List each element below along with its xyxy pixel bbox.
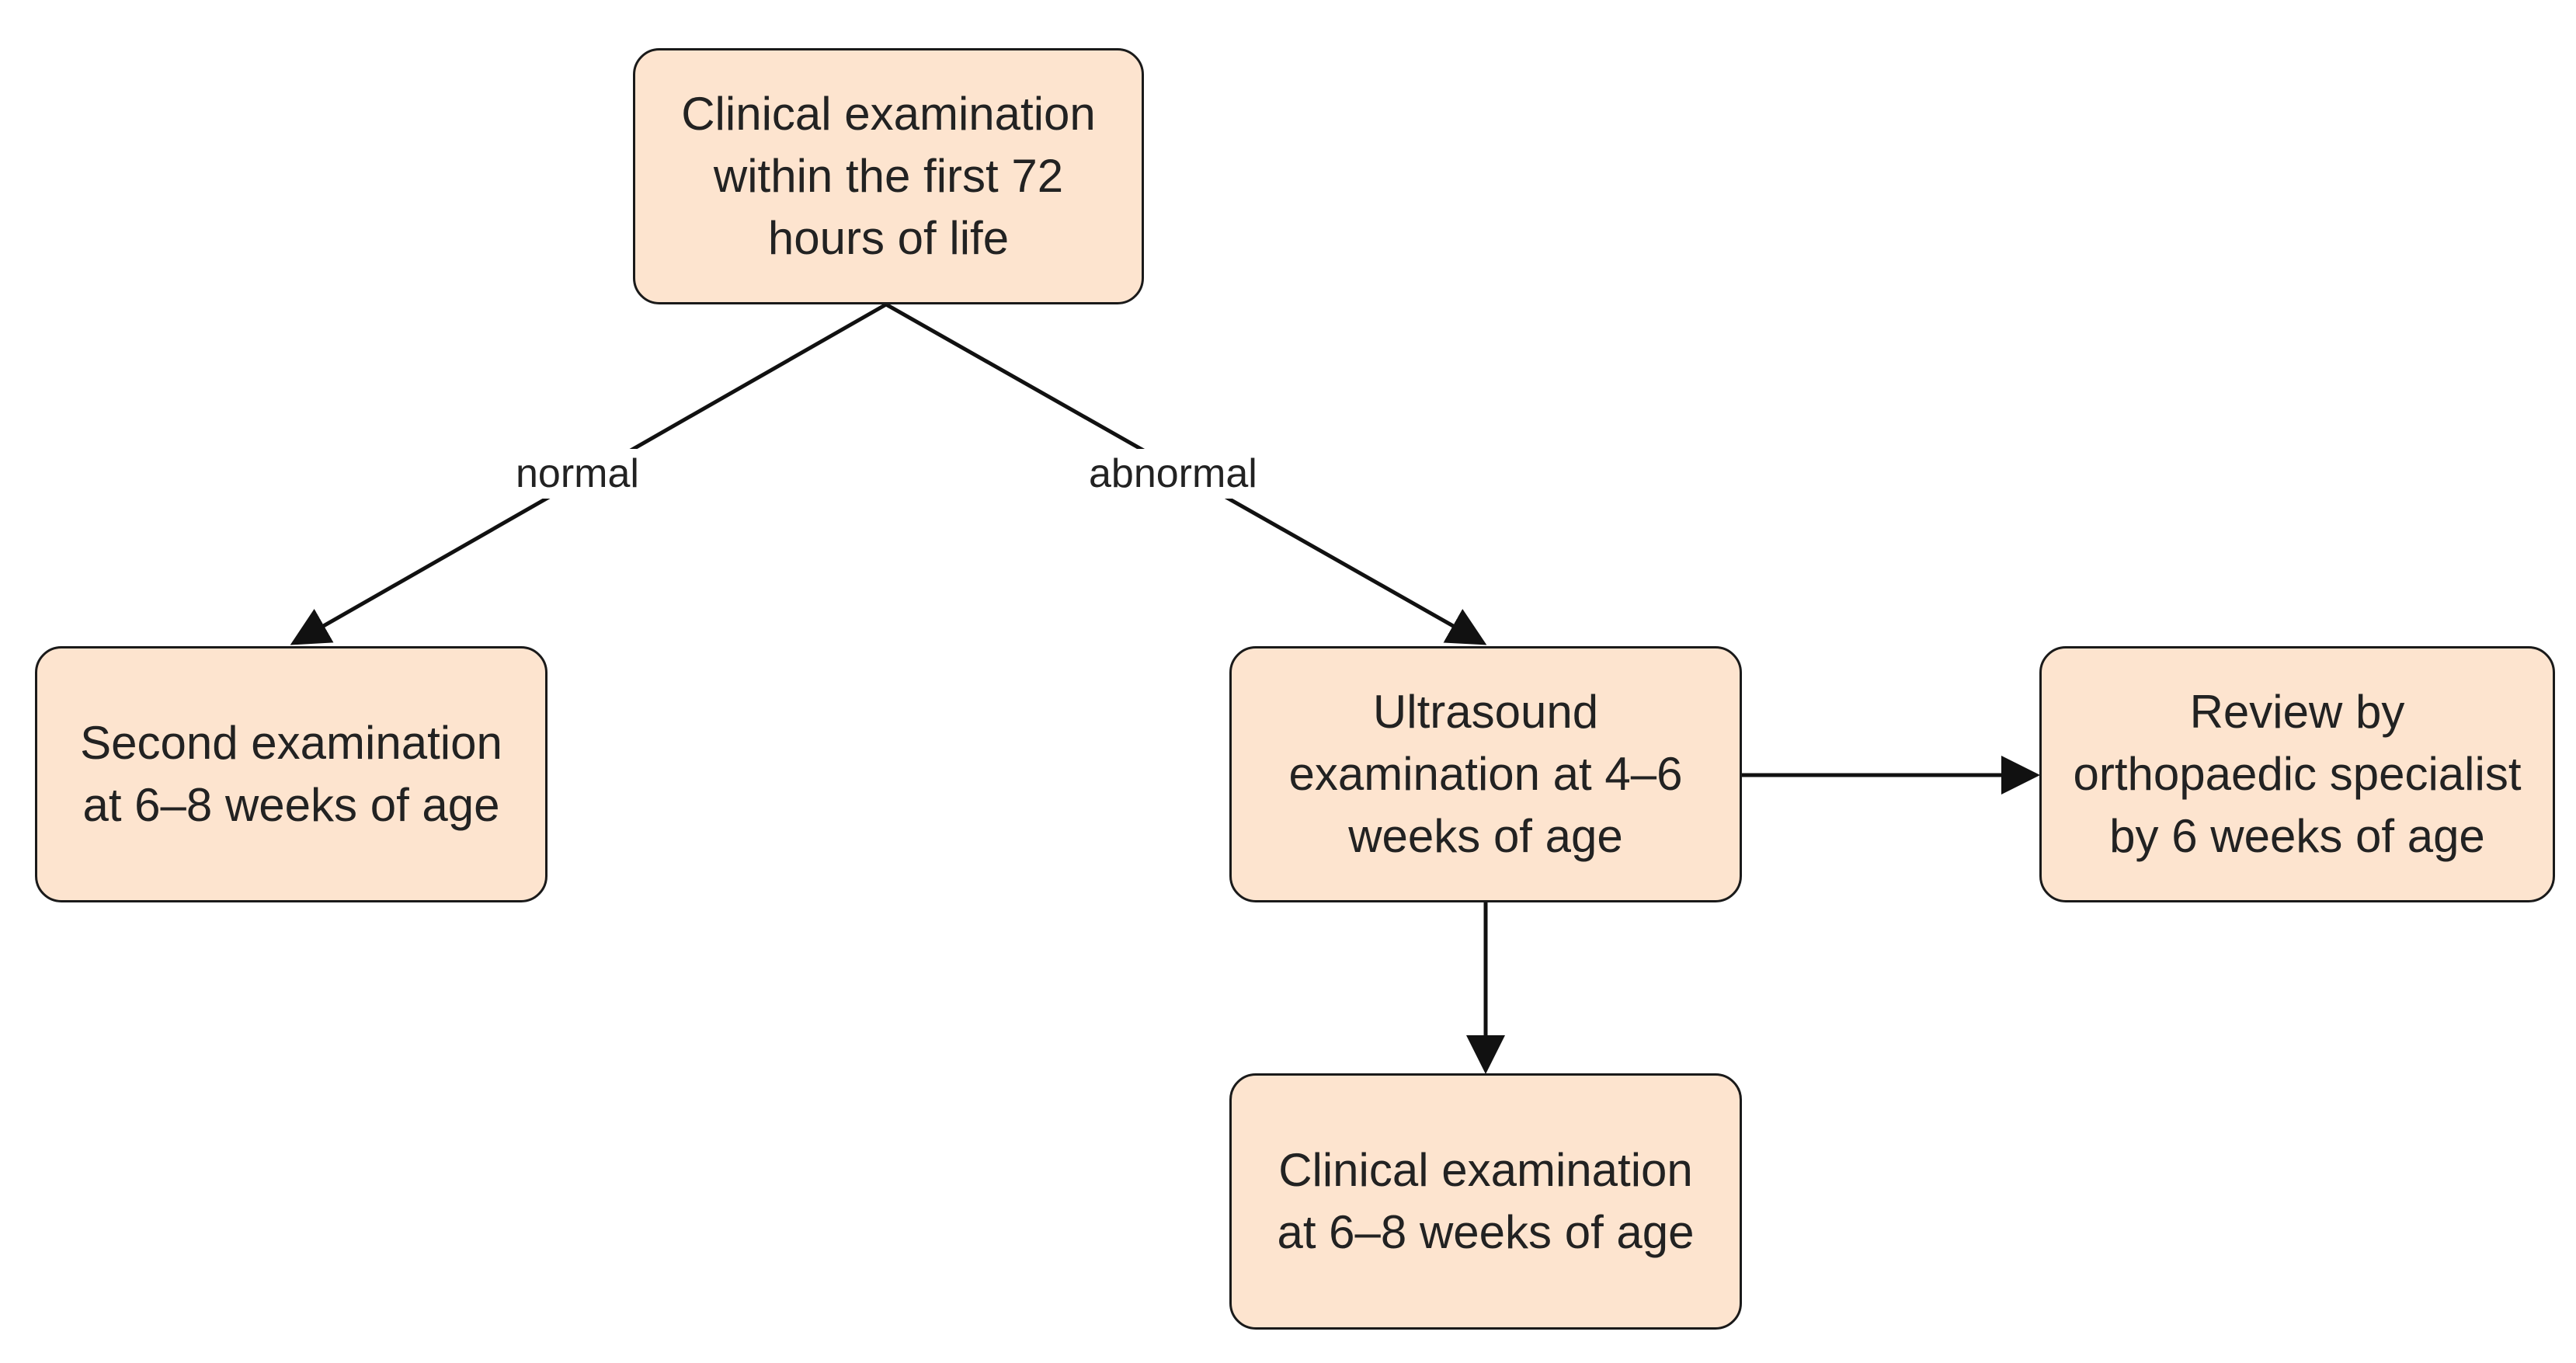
edge-label-normal: normal <box>508 449 647 499</box>
edge-label-abnormal: abnormal <box>1081 449 1265 499</box>
node-clinical-examination-6-8-weeks: Clinical examination at 6–8 weeks of age <box>1229 1073 1742 1330</box>
node-ultrasound-examination: Ultrasound examination at 4–6 weeks of a… <box>1229 646 1742 902</box>
node-clinical-examination-72-hours: Clinical examination within the first 72… <box>633 48 1144 304</box>
node-review-orthopaedic-specialist: Review by orthopaedic specialist by 6 we… <box>2039 646 2555 902</box>
node-second-examination: Second examination at 6–8 weeks of age <box>35 646 548 902</box>
